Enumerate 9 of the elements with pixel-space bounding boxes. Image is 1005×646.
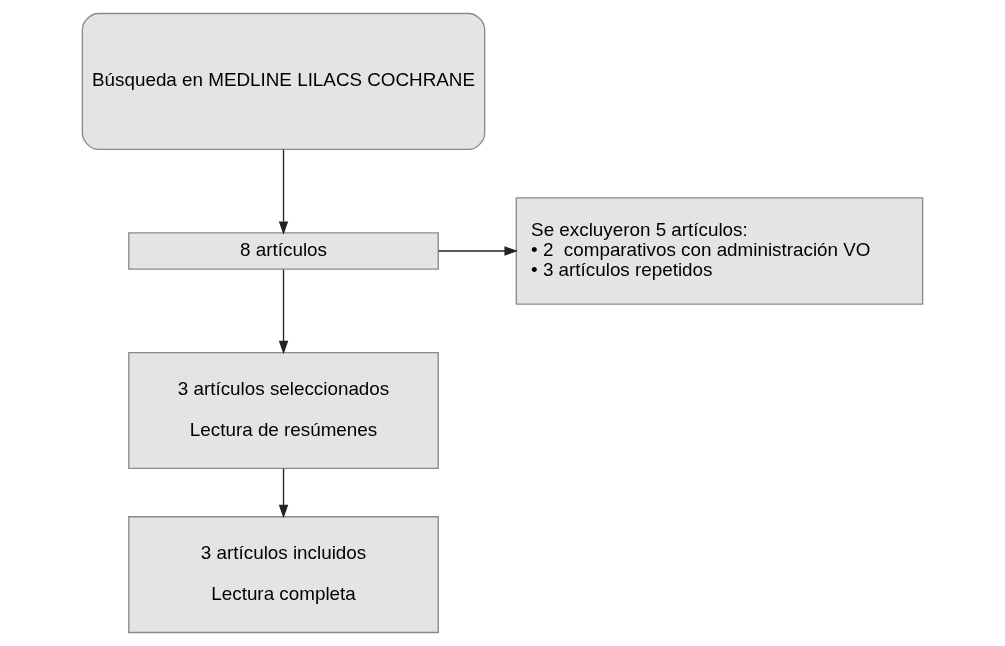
node-box: Búsqueda en MEDLINE LILACS COCHRANE — [81, 12, 486, 151]
arrow — [278, 269, 289, 355]
arrow — [278, 149, 289, 235]
arrow — [278, 468, 289, 519]
node-box: Se excluyeron 5 artículos: • 2 comparativos con administración VO • 3 artículos repetidos — [515, 197, 924, 305]
arrow — [437, 246, 518, 256]
node-box: 8 artículos — [128, 232, 439, 270]
node-box: 3 artículos incluidos Lectura completa — [128, 516, 439, 634]
node-box: 3 artículos seleccionados Lectura de resúmenes — [128, 351, 439, 469]
